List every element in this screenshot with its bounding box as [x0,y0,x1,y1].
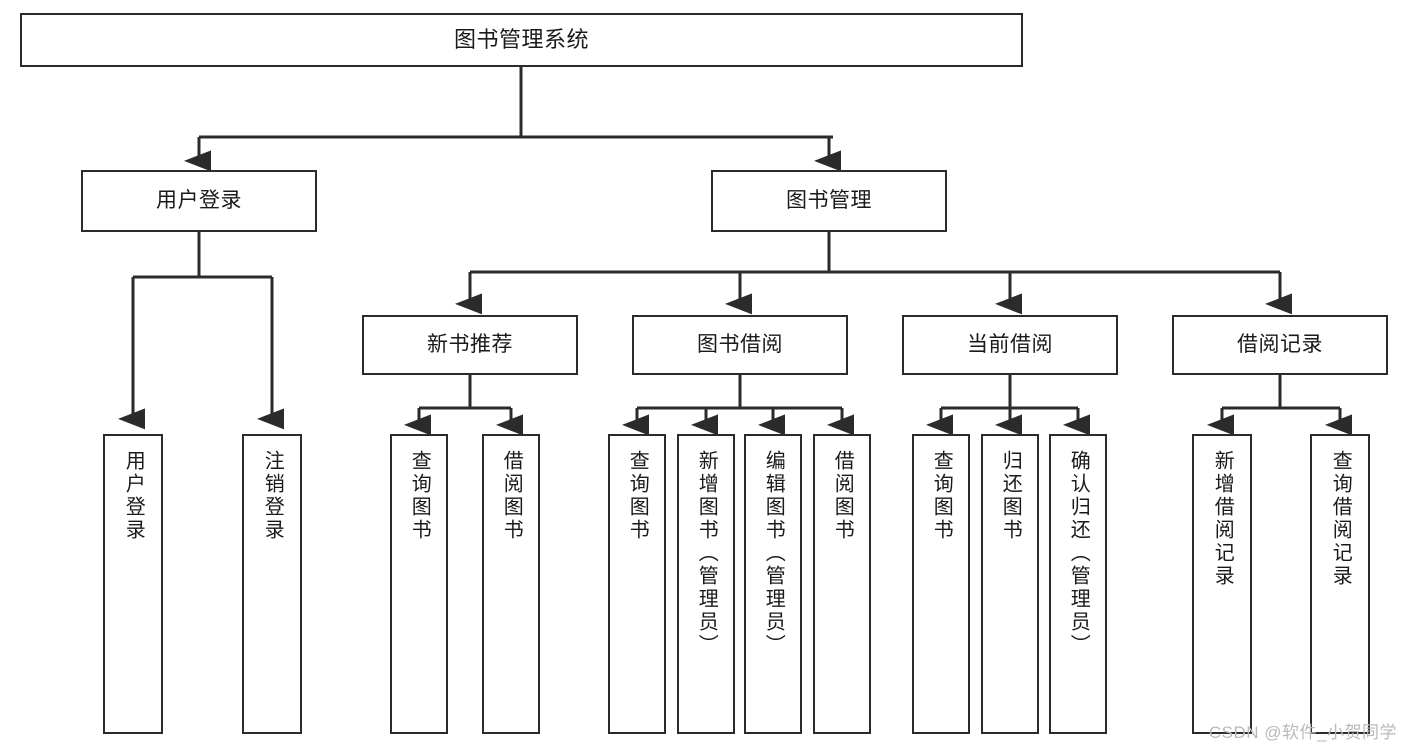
leaf-confirm-return-label: 确认归还（管理员） [1067,450,1090,657]
leaf-user-login[interactable]: 用户登录 [103,434,163,734]
leaf-return-book-label: 归还图书 [999,450,1022,542]
node-root-system[interactable]: 图书管理系统 [20,13,1023,67]
leaf-query-book-3[interactable]: 查询图书 [912,434,970,734]
leaf-query-book-2[interactable]: 查询图书 [608,434,666,734]
leaf-add-borrow-record-label: 新增借阅记录 [1211,450,1234,588]
node-book-borrow[interactable]: 图书借阅 [632,315,848,375]
leaf-user-login-label: 用户登录 [122,450,145,542]
node-borrow-record[interactable]: 借阅记录 [1172,315,1388,375]
leaf-add-book[interactable]: 新增图书（管理员） [677,434,735,734]
leaf-borrow-book-2-label: 借阅图书 [831,450,854,542]
leaf-borrow-book-1[interactable]: 借阅图书 [482,434,540,734]
leaf-edit-book-label: 编辑图书（管理员） [762,450,785,657]
node-root-system-label: 图书管理系统 [453,26,589,52]
leaf-return-book[interactable]: 归还图书 [981,434,1039,734]
leaf-query-book-3-label: 查询图书 [930,450,953,542]
node-borrow-record-label: 借阅记录 [1237,333,1323,357]
leaf-query-borrow-record[interactable]: 查询借阅记录 [1310,434,1370,734]
leaf-borrow-book-1-label: 借阅图书 [500,450,523,542]
leaf-query-book-1[interactable]: 查询图书 [390,434,448,734]
leaf-borrow-book-2[interactable]: 借阅图书 [813,434,871,734]
leaf-edit-book[interactable]: 编辑图书（管理员） [744,434,802,734]
leaf-logout-login-label: 注销登录 [261,450,284,542]
leaf-query-book-2-label: 查询图书 [626,450,649,542]
node-book-management-label: 图书管理 [786,189,872,213]
leaf-query-book-1-label: 查询图书 [408,450,431,542]
node-new-book-recommend-label: 新书推荐 [427,333,513,357]
leaf-logout-login[interactable]: 注销登录 [242,434,302,734]
node-current-borrow[interactable]: 当前借阅 [902,315,1118,375]
leaf-add-borrow-record[interactable]: 新增借阅记录 [1192,434,1252,734]
node-user-login[interactable]: 用户登录 [81,170,317,232]
node-user-login-label: 用户登录 [156,189,242,213]
leaf-query-borrow-record-label: 查询借阅记录 [1329,450,1352,588]
node-new-book-recommend[interactable]: 新书推荐 [362,315,578,375]
node-book-management[interactable]: 图书管理 [711,170,947,232]
csdn-watermark: CSDN @软件_小贺同学 [1208,723,1397,742]
leaf-confirm-return[interactable]: 确认归还（管理员） [1049,434,1107,734]
node-current-borrow-label: 当前借阅 [967,333,1053,357]
node-book-borrow-label: 图书借阅 [697,333,783,357]
leaf-add-book-label: 新增图书（管理员） [695,450,718,657]
